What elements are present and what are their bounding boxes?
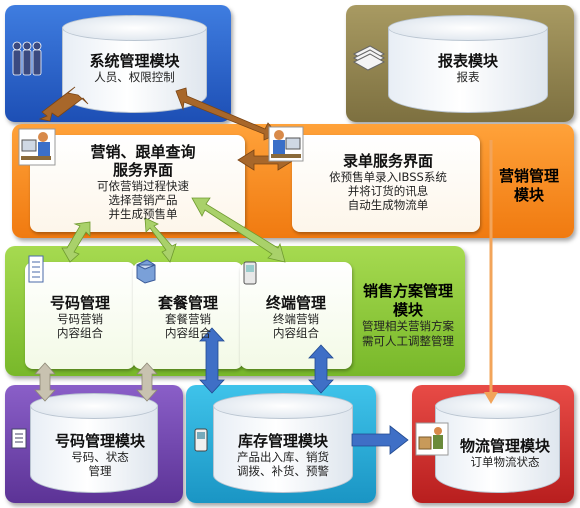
package-box-icon [136, 259, 156, 284]
terminal-to-inventory-arrow [308, 344, 334, 394]
sales-ui-box [30, 135, 245, 232]
inventory-title: 库存管理模块 [237, 432, 328, 450]
sales-ui-line-2: 选择营销产品 [108, 193, 178, 207]
number-module-line-1: 号码、状态 [71, 450, 129, 464]
list-icon [28, 255, 44, 283]
terminal-mgmt-line-2: 内容组合 [273, 326, 319, 340]
terminal-mgmt-title: 终端管理 [265, 294, 326, 312]
sales-plan-line-2: 需可人工调整管理 [362, 334, 454, 348]
number-module-line-2: 管理 [88, 464, 112, 478]
marketing-label-1: 营销管理 [498, 167, 559, 185]
number-module-cylinder [30, 393, 158, 493]
sheet-icon [11, 428, 27, 449]
number-mgmt-line-2: 内容组合 [57, 326, 103, 340]
number-module-title: 号码管理模块 [54, 432, 145, 450]
order-ui-title: 录单服务界面 [342, 152, 433, 170]
inventory-cylinder [213, 393, 353, 493]
package-to-numbermodule-arrow [136, 362, 158, 402]
number-mgmt-title: 号码管理 [49, 294, 110, 312]
package-to-inventory-arrow [199, 327, 225, 394]
clerk-icon [268, 126, 304, 162]
inventory-line-2: 调拨、补货、预警 [237, 464, 329, 478]
logistics-title: 物流管理模块 [459, 437, 550, 455]
order-ui-box [292, 135, 480, 232]
operator-icon [18, 128, 56, 166]
terminal-mgmt-box [240, 262, 352, 369]
system-cylinder [62, 15, 207, 113]
sales-plan-line-1: 管理相关营销方案 [362, 319, 454, 333]
sales-ui-line-3: 并生成预售单 [108, 207, 178, 221]
report-title: 报表模块 [437, 52, 498, 70]
phone-icon [194, 428, 208, 452]
documents-icon [352, 45, 386, 71]
order-ui-line-1: 依预售单录入IBSS系统 [329, 170, 447, 184]
number-to-numbermodule-arrow [34, 362, 56, 402]
report-cylinder [388, 15, 548, 113]
sales-ui-title-1: 营销、跟单查询 [90, 143, 196, 161]
number-mgmt-line-1: 号码营销 [57, 312, 103, 326]
system-to-order-arrow [175, 87, 278, 141]
package-mgmt-line-1: 套餐营销 [165, 312, 211, 326]
order-to-logistics-arrowhead [484, 392, 498, 404]
inventory-to-logistics-arrow [351, 425, 409, 455]
package-mgmt-title: 套餐管理 [157, 294, 218, 312]
system-sub: 人员、权限控制 [94, 70, 175, 84]
report-sub: 报表 [456, 70, 480, 84]
people-icon [12, 41, 42, 76]
system-to-sales-arrow [38, 86, 89, 122]
mobile-phone-icon [243, 261, 257, 285]
package-mgmt-line-2: 内容组合 [165, 326, 211, 340]
sales-plan-title-1: 销售方案管理 [362, 282, 453, 300]
inventory-line-1: 产品出入库、销货 [237, 450, 329, 464]
logistics-cylinder [435, 393, 560, 493]
sales-plan-title-2: 模块 [392, 301, 423, 319]
logistics-sub: 订单物流状态 [470, 455, 540, 469]
system-title: 系统管理模块 [89, 52, 180, 70]
terminal-to-sales-arrow [191, 197, 286, 263]
marketing-label-2: 模块 [513, 186, 544, 204]
package-to-sales-arrow [144, 217, 177, 263]
sales-ui-line-1: 可依营销过程快速 [97, 179, 189, 193]
delivery-worker-icon [415, 422, 449, 456]
sales-ui-title-2: 服务界面 [112, 161, 173, 179]
order-ui-line-2: 并将订货的讯息 [347, 184, 429, 198]
number-to-sales-arrow [61, 221, 91, 263]
order-ui-line-3: 自动生成物流单 [347, 198, 429, 212]
terminal-mgmt-line-1: 终端营销 [273, 312, 319, 326]
